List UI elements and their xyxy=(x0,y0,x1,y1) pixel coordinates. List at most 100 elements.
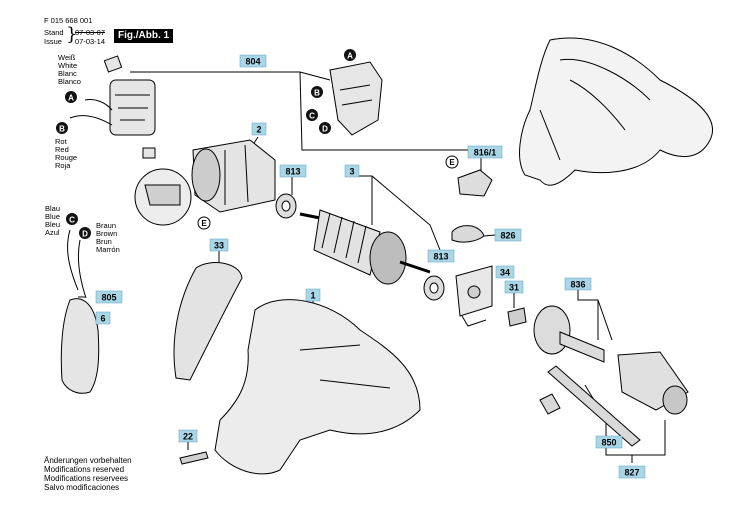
date-brace: } xyxy=(66,24,78,45)
wire-label-blue-fr: Bleu xyxy=(45,220,61,229)
chuck-key-850 xyxy=(539,365,641,447)
callout-836: 836 xyxy=(564,277,592,291)
marker-d-left-label: D xyxy=(82,230,88,239)
stand-label: Stand xyxy=(44,28,64,37)
callout-850-label: 850 xyxy=(601,438,616,448)
chuck-827 xyxy=(617,351,689,415)
callout-31: 31 xyxy=(504,280,524,294)
marker-e-detail: E xyxy=(197,216,211,230)
callout-813a-label: 813 xyxy=(285,167,300,177)
callout-836-label: 836 xyxy=(570,280,585,290)
marker-e-right: E xyxy=(445,155,459,169)
marker-c-left-label: C xyxy=(69,216,75,225)
marker-a-left-label: A xyxy=(68,94,74,103)
switch-assembly xyxy=(69,55,156,159)
marker-c-top-label: C xyxy=(309,112,315,121)
wire-label-brown-en: Brown xyxy=(96,229,118,238)
brush-holder xyxy=(329,61,383,136)
footer-line-fr: Modifications reservees xyxy=(44,474,129,483)
part-number: F 015 668 001 xyxy=(44,16,93,25)
strain-relief-6 xyxy=(60,298,100,394)
callout-2: 2 xyxy=(251,122,267,136)
callout-816-1-label: 816/1 xyxy=(474,148,497,158)
callout-826: 826 xyxy=(494,228,522,242)
marker-a-top-label: A xyxy=(347,52,353,61)
callout-813b: 813 xyxy=(427,249,455,263)
marker-e-detail-label: E xyxy=(201,219,207,228)
footer-line-en: Modifications reserved xyxy=(44,465,125,474)
marker-b-top: B xyxy=(311,86,323,98)
marker-c-top: C xyxy=(306,109,318,121)
marker-b-top-label: B xyxy=(314,89,320,98)
callout-813b-label: 813 xyxy=(433,252,448,262)
wire-label-white-es: Blanco xyxy=(58,77,81,86)
cable-805 xyxy=(67,229,87,299)
part-816-1 xyxy=(457,169,493,197)
wire-label-white-en: White xyxy=(58,61,78,70)
wire-label-brown-fr: Brun xyxy=(96,237,112,246)
callout-33: 33 xyxy=(209,238,229,252)
callout-827: 827 xyxy=(618,465,646,479)
marker-d-left: D xyxy=(79,227,91,239)
armature xyxy=(299,209,431,285)
figure-title: Fig./Abb. 1 xyxy=(114,29,174,43)
callout-22-label: 22 xyxy=(183,432,193,442)
callout-6: 6 xyxy=(95,311,111,325)
footer-line-de: Änderungen vorbehalten xyxy=(44,456,132,465)
wire-label-red-en: Red xyxy=(55,145,69,154)
bearing-813b xyxy=(423,275,445,301)
leader-804 xyxy=(130,71,470,151)
marker-e-right-label: E xyxy=(449,158,455,167)
wire-label-blue-es: Azul xyxy=(45,228,60,237)
callout-816-1: 816/1 xyxy=(467,145,503,159)
wire-label-blue-en: Blue xyxy=(45,212,61,221)
callout-3-label: 3 xyxy=(349,167,354,177)
marker-d-top: D xyxy=(319,122,331,134)
marker-d-top-label: D xyxy=(322,125,328,134)
marker-a-top: A xyxy=(344,49,356,61)
handle-cover-33 xyxy=(173,262,243,381)
wire-label-brown-es: Marrón xyxy=(96,245,120,254)
stand-date: 07-03-07 xyxy=(75,28,106,37)
detail-e xyxy=(134,168,192,226)
callout-34: 34 xyxy=(495,265,515,279)
callout-33-label: 33 xyxy=(214,241,224,251)
spring-31 xyxy=(507,307,527,327)
drill-body xyxy=(214,299,421,475)
bearing-813a xyxy=(275,193,297,219)
marker-b-left-label: B xyxy=(59,125,65,134)
field-stator xyxy=(191,139,276,213)
marker-a-left: A xyxy=(65,91,77,103)
callout-3: 3 xyxy=(344,164,360,178)
leader-826 xyxy=(483,234,496,237)
housing-half xyxy=(519,37,713,186)
wire-label-red-es: Roja xyxy=(55,161,71,170)
callout-827-label: 827 xyxy=(624,468,639,478)
wire-label-red-fr: Rouge xyxy=(55,153,78,162)
wire-label-white-de: Weiß xyxy=(58,53,76,62)
callout-1-label: 1 xyxy=(310,291,315,301)
issue-label: Issue xyxy=(44,37,62,46)
callout-826-label: 826 xyxy=(500,231,515,241)
callout-6-label: 6 xyxy=(100,314,105,324)
part-826 xyxy=(451,225,485,243)
wire-label-brown-de: Braun xyxy=(96,221,117,230)
wire-label-red-de: Rot xyxy=(55,137,67,146)
callout-813a: 813 xyxy=(279,164,307,178)
gear-shaft-836 xyxy=(533,305,605,363)
callout-804-label: 804 xyxy=(245,57,260,67)
wire-label-blue-de: Blau xyxy=(45,204,61,213)
callout-804: 804 xyxy=(239,54,267,68)
marker-b-left: B xyxy=(56,122,68,134)
screw-22 xyxy=(179,451,209,465)
callout-805-label: 805 xyxy=(101,293,116,303)
leader-836 xyxy=(577,290,613,341)
callout-34-label: 34 xyxy=(500,268,510,278)
issue-date: 07-03-14 xyxy=(75,37,106,46)
callout-31-label: 31 xyxy=(509,283,519,293)
callout-850: 850 xyxy=(595,435,623,449)
callout-2-label: 2 xyxy=(256,125,261,135)
wire-label-white-fr: Blanc xyxy=(58,69,77,78)
callout-1: 1 xyxy=(305,288,321,302)
